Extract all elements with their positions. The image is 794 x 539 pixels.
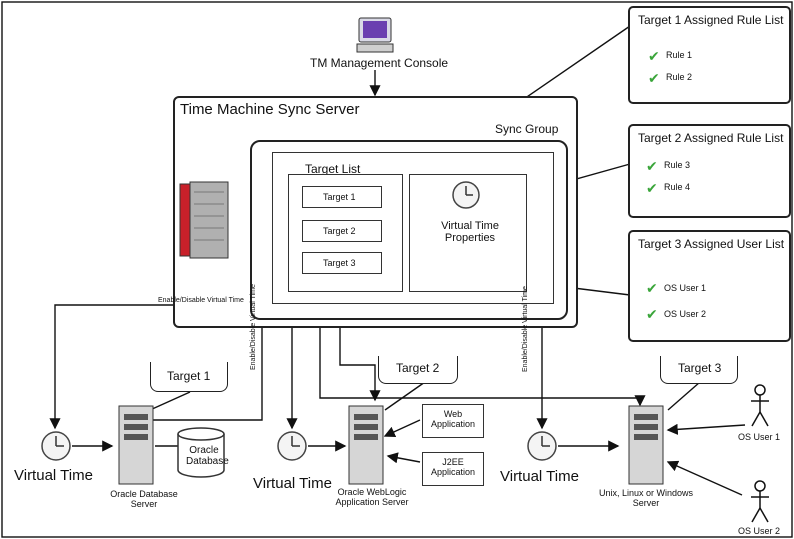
rule-list-1: Target 1 Assigned Rule List ✔ Rule 1 ✔ R… <box>628 6 791 104</box>
clock-icon <box>527 431 557 461</box>
target-tab-2: Target 2 <box>378 356 458 384</box>
clock-icon <box>452 181 480 209</box>
virtual-time-1: Virtual Time <box>14 467 93 484</box>
user-item: OS User 1 <box>664 283 707 293</box>
target-tab-2-label: Target 2 <box>396 361 440 375</box>
console-label: TM Management Console <box>310 56 449 70</box>
check-icon: ✔ <box>646 306 658 322</box>
os-user-1-label: OS User 1 <box>738 432 781 442</box>
rule-list-2: Target 2 Assigned Rule List ✔ Rule 3 ✔ R… <box>628 124 791 218</box>
sync-server-rack-icon <box>179 181 229 259</box>
user2-arrow <box>666 460 743 496</box>
virtual-time-3: Virtual Time <box>500 468 579 485</box>
enable-label-2: Enable/Disable Virtual Time <box>250 284 257 370</box>
web-application-box: Web Application <box>422 404 484 438</box>
sync-group-title: Sync Group <box>495 122 559 136</box>
tab1-link <box>149 391 191 411</box>
rule-item: Rule 1 <box>666 50 693 60</box>
rule-item: Rule 3 <box>664 160 691 170</box>
unix-server-label: Unix, Linux or Windows Server <box>598 488 694 508</box>
weblogic-server-label: Oracle WebLogic Application Server <box>335 487 409 507</box>
server-icon <box>348 405 384 485</box>
server-icon <box>628 405 664 485</box>
user-list-3-title: Target 3 Assigned User List <box>638 237 785 251</box>
tab3-link <box>667 381 701 411</box>
user-list-3: Target 3 Assigned User List ✔ OS User 1 … <box>628 230 791 342</box>
rule-item: Rule 4 <box>664 182 691 192</box>
oracle-db-label: Oracle Database <box>186 445 229 467</box>
target-tab-1: Target 1 <box>150 362 228 392</box>
target-item-3[interactable]: Target 3 <box>302 252 382 274</box>
target-list-title: Target List <box>305 162 361 176</box>
check-icon: ✔ <box>648 48 660 64</box>
database-icon <box>177 427 225 478</box>
check-icon: ✔ <box>646 180 658 196</box>
user-icon <box>751 480 769 523</box>
target-item-2[interactable]: Target 2 <box>302 220 382 242</box>
enable-label-1: Enable/Disable Virtual Time <box>158 297 244 304</box>
vt-properties-label: Virtual Time Properties <box>441 220 499 244</box>
user1-arrow <box>666 423 746 435</box>
enable-label-3: Enable/Disable Virtual Time <box>522 286 529 372</box>
user-item: OS User 2 <box>664 309 707 319</box>
os-user-2-label: OS User 2 <box>738 526 781 536</box>
rule-item: Rule 2 <box>666 72 693 82</box>
user-icon <box>751 384 769 427</box>
target-tab-1-label: Target 1 <box>167 369 211 383</box>
oracle-db-server-label: Oracle Database Server <box>110 489 178 509</box>
tab2-link <box>384 381 426 411</box>
computer-icon <box>356 17 394 53</box>
rule-list-2-title: Target 2 Assigned Rule List <box>638 131 784 145</box>
sync-server-title: Time Machine Sync Server <box>180 101 360 118</box>
target-tab-3-label: Target 3 <box>678 361 722 375</box>
j2ee-application-label: J2EE Application <box>430 457 476 477</box>
j2ee-application-box: J2EE Application <box>422 452 484 486</box>
j2ee-app-arrow <box>386 452 421 464</box>
clock-icon <box>277 431 307 461</box>
target-item-1[interactable]: Target 1 <box>302 186 382 208</box>
target3-line <box>319 264 646 407</box>
check-icon: ✔ <box>646 280 658 296</box>
rule-list-1-title: Target 1 Assigned Rule List <box>638 13 784 27</box>
server-icon <box>118 405 154 485</box>
target-item-2-label: Target 2 <box>323 226 356 236</box>
target-tab-3: Target 3 <box>660 356 738 384</box>
web-application-label: Web Application <box>430 409 476 429</box>
check-icon: ✔ <box>646 158 658 174</box>
target-item-3-label: Target 3 <box>323 258 356 268</box>
clock-icon <box>41 431 71 461</box>
check-icon: ✔ <box>648 70 660 86</box>
virtual-time-2: Virtual Time <box>253 475 332 492</box>
web-app-arrow <box>383 419 421 438</box>
target-item-1-label: Target 1 <box>323 192 356 202</box>
